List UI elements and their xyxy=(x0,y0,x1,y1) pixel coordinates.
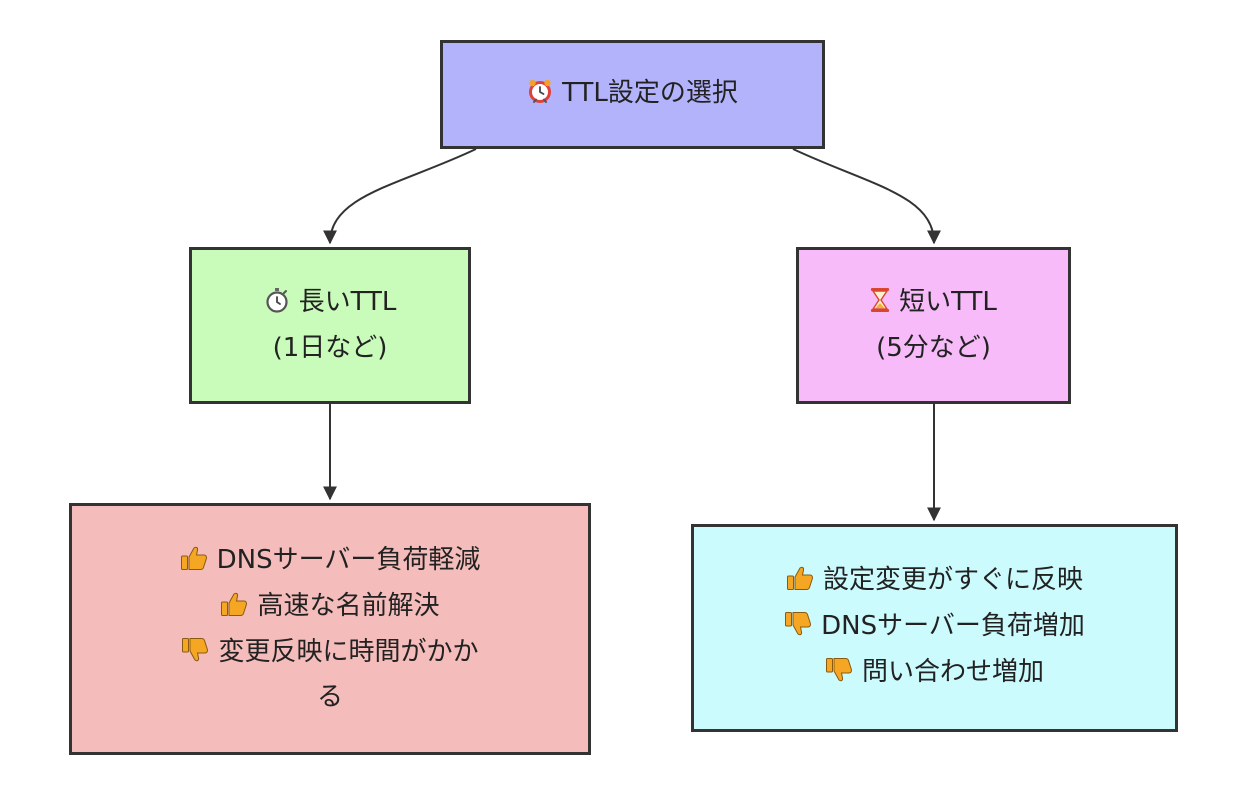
node-short-ttl-line-1: 短いTTL xyxy=(870,281,997,327)
node-ttl-choice-line: TTL設定の選択 xyxy=(527,72,738,118)
node-short-ttl-points: 設定変更がすぐに反映 DNSサーバー負荷増加 問い合わせ増加 xyxy=(691,524,1178,732)
long-ttl-point: 変更反映に時間がかか xyxy=(181,631,479,677)
long-ttl-point-text: 高速な名前解決 xyxy=(257,590,440,621)
short-ttl-point-text: 設定変更がすぐに反映 xyxy=(822,565,1083,596)
thumbs-down-icon xyxy=(784,608,812,651)
node-short-ttl-title: 短いTTL xyxy=(899,287,997,318)
node-short-ttl: 短いTTL (5分など) xyxy=(796,247,1071,404)
short-ttl-point-text: DNSサーバー負荷増加 xyxy=(821,611,1085,642)
node-long-ttl: 長いTTL (1日など) xyxy=(189,247,471,404)
node-long-ttl-points: DNSサーバー負荷軽減 高速な名前解決 変更反映に時間がかか る xyxy=(69,503,591,755)
long-ttl-point-continuation: る xyxy=(316,682,343,713)
edge-root-to-short-ttl xyxy=(792,148,941,245)
short-ttl-point: DNSサーバー負荷増加 xyxy=(784,605,1085,651)
edge-root-to-long-ttl xyxy=(323,148,477,245)
hourglass-icon xyxy=(870,284,890,327)
thumbs-up-icon xyxy=(220,588,248,631)
node-long-ttl-title: 長いTTL xyxy=(298,287,397,318)
node-ttl-choice-label: TTL設定の選択 xyxy=(562,77,738,108)
stopwatch-icon xyxy=(264,284,290,327)
short-ttl-point: 問い合わせ増加 xyxy=(825,651,1044,697)
alarm-clock-icon xyxy=(527,75,553,118)
thumbs-up-icon xyxy=(180,542,208,585)
node-ttl-choice: TTL設定の選択 xyxy=(440,40,825,149)
short-ttl-point-text: 問い合わせ増加 xyxy=(861,656,1044,687)
thumbs-down-icon xyxy=(181,634,209,677)
node-long-ttl-line-1: 長いTTL xyxy=(264,281,397,327)
thumbs-down-icon xyxy=(825,654,853,697)
long-ttl-point-text: DNSサーバー負荷軽減 xyxy=(216,544,481,575)
node-short-ttl-example: (5分など) xyxy=(876,333,991,363)
node-long-ttl-example: (1日など) xyxy=(272,333,388,363)
long-ttl-point: 高速な名前解決 xyxy=(220,585,440,631)
long-ttl-point: DNSサーバー負荷軽減 xyxy=(180,539,481,585)
long-ttl-point-text: 変更反映に時間がかか xyxy=(218,636,479,667)
thumbs-up-icon xyxy=(786,562,814,605)
short-ttl-point: 設定変更がすぐに反映 xyxy=(786,559,1083,605)
